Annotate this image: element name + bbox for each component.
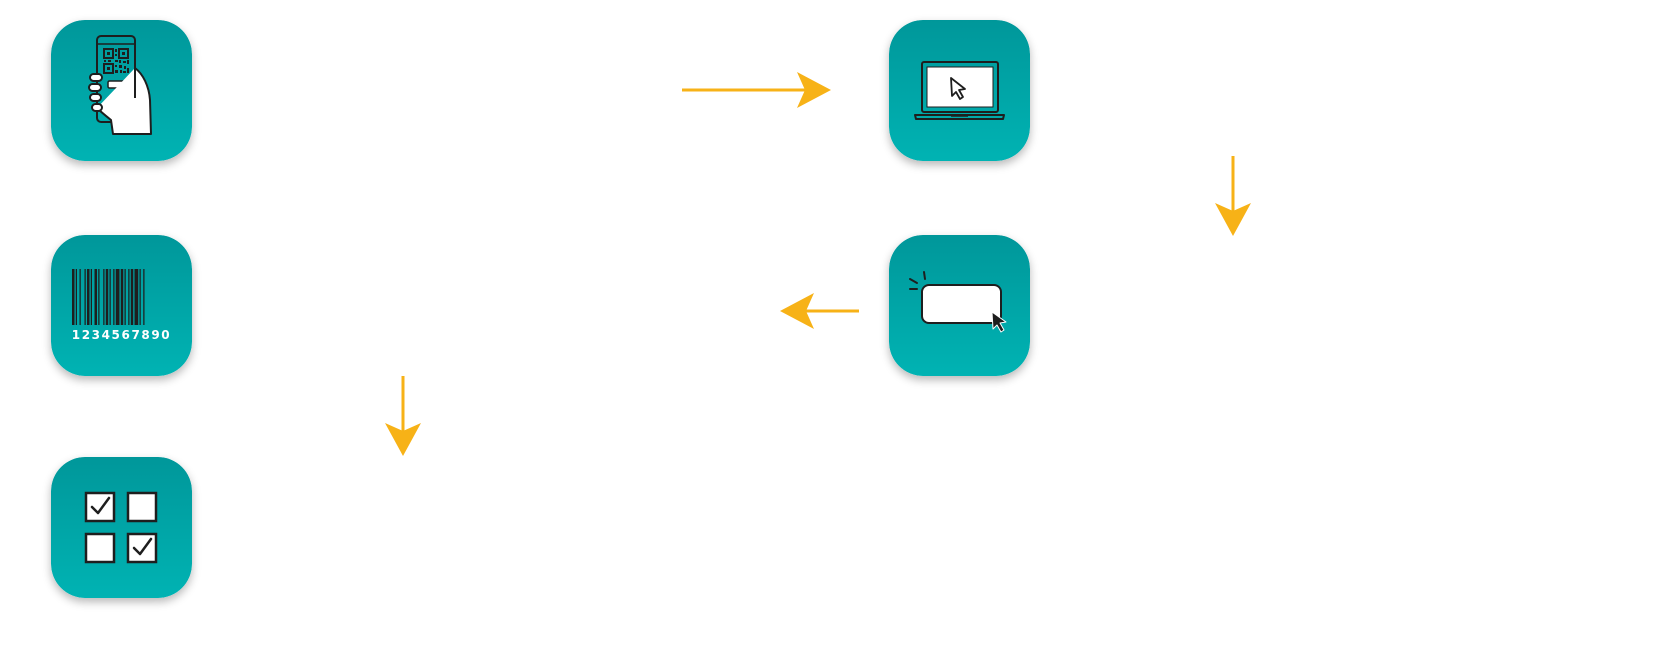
barcode-bar (113, 269, 115, 325)
arrow-down (385, 376, 421, 456)
qr-code-phone-icon (88, 35, 152, 135)
click-button-tile (889, 235, 1030, 376)
barcode-bar (79, 269, 81, 325)
barcode-icon (72, 269, 145, 325)
checklist-icon (84, 491, 158, 564)
barcode-bar (90, 269, 92, 325)
barcode-bar (103, 269, 105, 325)
arrow-left (780, 293, 859, 329)
barcode-bar (130, 269, 134, 325)
arrow-down (1215, 156, 1251, 236)
barcode-bar (98, 269, 100, 325)
barcode-bar (115, 269, 120, 325)
qr-code-phone-tile (51, 20, 192, 161)
barcode-bar (109, 269, 111, 325)
barcode-bar (94, 269, 97, 325)
laptop-cursor-icon (914, 61, 1005, 120)
barcode-bar (120, 269, 124, 325)
barcode-bar (134, 269, 139, 325)
arrow-right (682, 72, 831, 108)
barcode-tile: 1234567890 (51, 235, 192, 376)
click-button-icon (909, 271, 1007, 333)
barcode-bar (72, 269, 75, 325)
barcode-bar (128, 269, 130, 325)
barcode-bar (105, 269, 109, 325)
barcode-bar (87, 269, 90, 325)
barcode-bar (84, 269, 86, 325)
barcode-bar (143, 269, 145, 325)
laptop-cursor-tile (889, 20, 1030, 161)
barcode-digits: 1234567890 (71, 328, 172, 342)
checklist-tile (51, 457, 192, 598)
barcode-bar (139, 269, 141, 325)
barcode-bar (75, 269, 77, 325)
barcode-bar (124, 269, 126, 325)
